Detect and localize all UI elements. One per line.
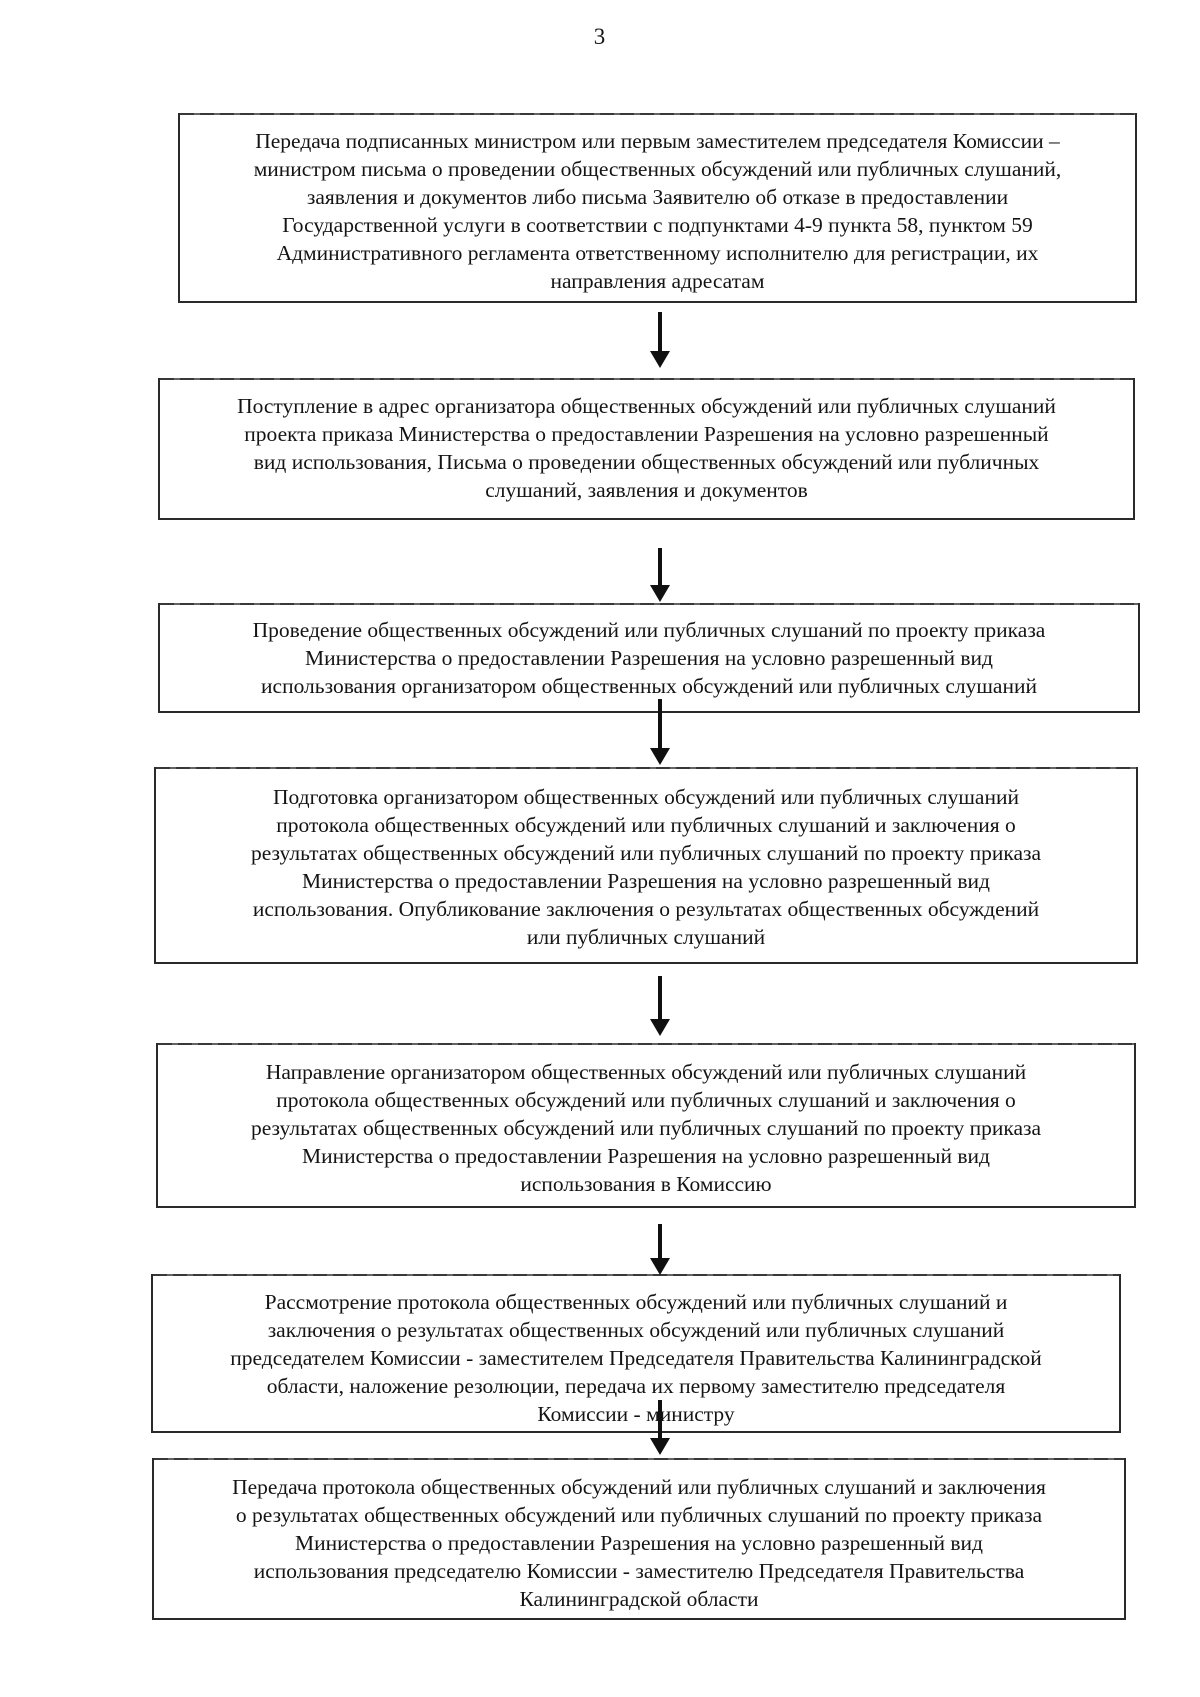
arrow-shaft	[658, 976, 662, 1019]
page-number: 3	[593, 24, 607, 49]
arrow-head	[650, 585, 670, 602]
flow-step-4-text: Подготовка организатором общественных об…	[250, 785, 1042, 949]
flow-step-5-text: Направление организатором общественных о…	[250, 1060, 1042, 1196]
flow-step-6-text: Рассмотрение протокола общественных обсу…	[230, 1290, 1042, 1426]
flow-step-5: Направление организатором общественных о…	[156, 1043, 1136, 1208]
arrow-head	[650, 1019, 670, 1036]
down-arrow-icon	[650, 976, 670, 1036]
down-arrow-icon	[650, 699, 670, 765]
flow-step-7-text: Передача протокола общественных обсужден…	[232, 1475, 1046, 1611]
flow-step-3: Проведение общественных обсуждений или п…	[158, 603, 1140, 713]
arrow-shaft	[658, 548, 662, 585]
flow-step-7: Передача протокола общественных обсужден…	[152, 1458, 1126, 1620]
flow-step-4: Подготовка организатором общественных об…	[154, 767, 1138, 964]
arrow-shaft	[658, 1400, 662, 1438]
down-arrow-icon	[650, 1400, 670, 1455]
flow-step-3-text: Проведение общественных обсуждений или п…	[252, 618, 1046, 698]
arrow-head	[650, 1258, 670, 1275]
arrow-shaft	[658, 699, 662, 748]
flow-step-1-text: Передача подписанных министром или первы…	[253, 129, 1062, 293]
down-arrow-icon	[650, 548, 670, 602]
flow-step-2-text: Поступление в адрес организатора обществ…	[237, 394, 1056, 502]
arrow-head	[650, 1438, 670, 1455]
flow-step-1: Передача подписанных министром или первы…	[178, 113, 1137, 303]
arrow-head	[650, 351, 670, 368]
arrow-head	[650, 748, 670, 765]
down-arrow-icon	[650, 312, 670, 368]
flow-step-6: Рассмотрение протокола общественных обсу…	[151, 1274, 1121, 1433]
flow-step-2: Поступление в адрес организатора обществ…	[158, 378, 1135, 520]
down-arrow-icon	[650, 1224, 670, 1275]
arrow-shaft	[658, 312, 662, 351]
arrow-shaft	[658, 1224, 662, 1258]
